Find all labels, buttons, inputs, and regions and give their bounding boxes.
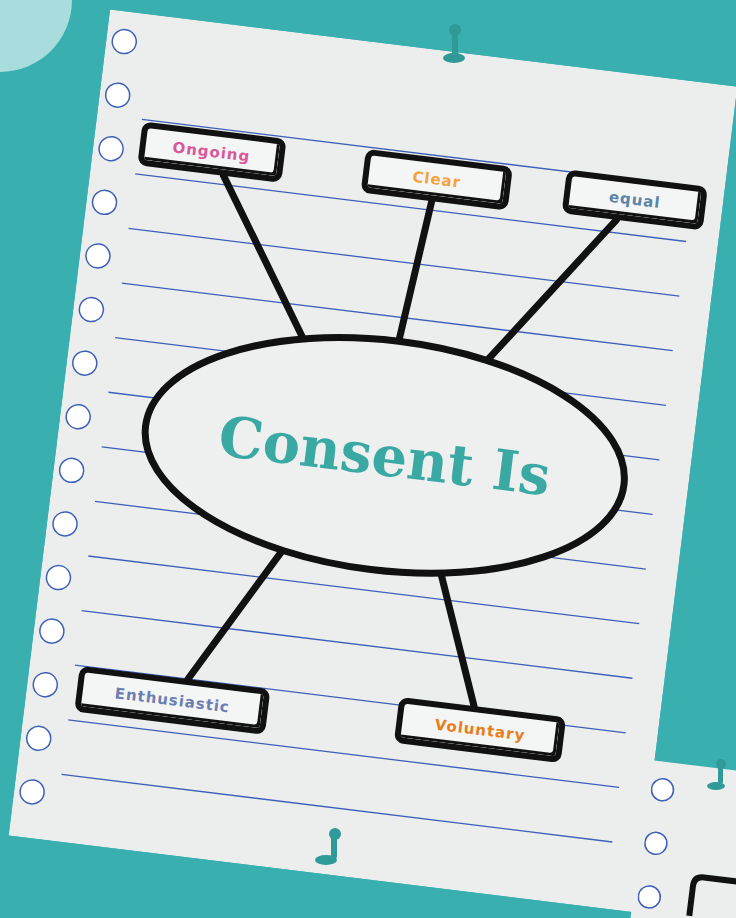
quality-label: Enthusiastic xyxy=(114,684,231,716)
push-pin xyxy=(707,759,726,790)
push-pin xyxy=(443,24,465,63)
connector-line xyxy=(188,541,283,689)
quality-label: equal xyxy=(608,188,662,212)
ruled-lines xyxy=(61,119,692,842)
quality-label: Clear xyxy=(411,168,462,192)
connector-line xyxy=(487,206,616,374)
connector-line xyxy=(399,199,432,343)
quality-label: Ongoing xyxy=(172,138,252,165)
connector-line xyxy=(425,573,489,706)
corner-circle xyxy=(0,0,72,72)
push-pin xyxy=(315,828,341,865)
connector-line xyxy=(205,176,322,339)
quality-label: Voluntary xyxy=(434,716,527,745)
notebook-paper: OngoingClearequalConsent IsEnthusiasticV… xyxy=(9,10,736,913)
